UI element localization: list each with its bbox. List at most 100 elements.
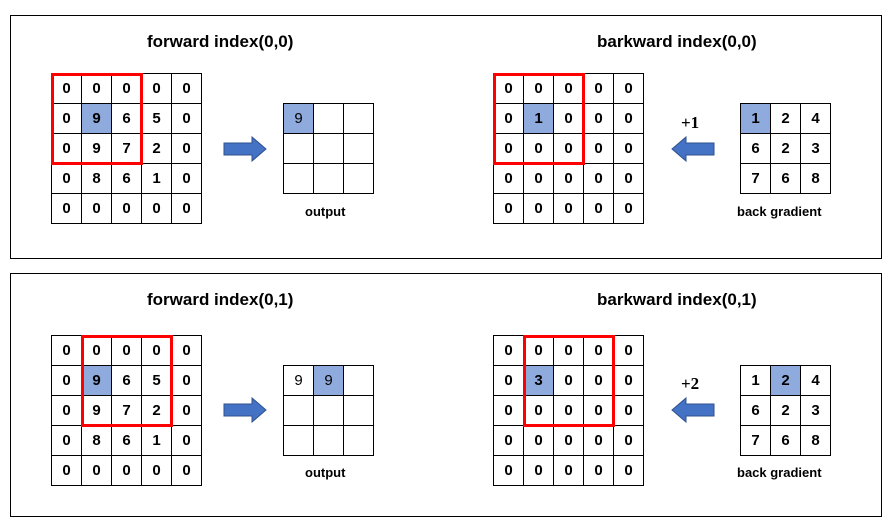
grid-cell: 0 (553, 73, 584, 104)
grid-cell: 0 (613, 455, 644, 486)
grid-cell: 0 (493, 425, 524, 456)
grid-cell: 2 (770, 133, 801, 164)
grid-cell: 0 (493, 395, 524, 426)
grid-cell: 9 (81, 133, 112, 164)
grid-cell: 9 (81, 395, 112, 426)
grid-cell: 3 (523, 365, 554, 396)
grid-cell: 1 (523, 103, 554, 134)
grid-cell: 0 (553, 395, 584, 426)
grid-cell: 0 (583, 163, 614, 194)
grid-cell: 2 (141, 395, 172, 426)
grid-cell (283, 425, 314, 456)
grid-cell: 0 (523, 395, 554, 426)
grid-cell: 0 (111, 455, 142, 486)
grid-cell: 9 (313, 365, 344, 396)
grid-cell: 0 (51, 455, 82, 486)
grid-cell: 0 (493, 455, 524, 486)
grid-cell: 0 (523, 455, 554, 486)
grid-cell: 3 (800, 395, 831, 426)
grid-cell: 0 (51, 395, 82, 426)
grid-cell: 0 (583, 103, 614, 134)
grid-cell: 0 (583, 73, 614, 104)
grid-cell: 0 (141, 335, 172, 366)
grid-row (283, 163, 374, 194)
panel-index-0-0: forward index(0,0) barkward index(0,0) 0… (10, 15, 882, 259)
grid-cell: 5 (141, 365, 172, 396)
output-caption: output (305, 204, 346, 219)
gradient-caption: back gradient (737, 204, 822, 219)
grid-cell: 1 (141, 425, 172, 456)
grid-cell (283, 395, 314, 426)
grid-cell: 2 (770, 365, 801, 396)
grid-cell (343, 425, 374, 456)
grid-cell: 0 (553, 455, 584, 486)
grid-cell: 0 (553, 335, 584, 366)
grid-cell (313, 163, 344, 194)
output-caption: output (305, 465, 346, 480)
grid-cell: 8 (81, 163, 112, 194)
grid-cell (283, 133, 314, 164)
grid-cell: 0 (493, 163, 524, 194)
grid-cell: 0 (111, 193, 142, 224)
grid-row (283, 395, 374, 426)
grid-cell: 0 (51, 365, 82, 396)
grid-cell: 0 (583, 395, 614, 426)
grid-cell: 0 (171, 365, 202, 396)
grid-cell: 8 (800, 163, 831, 194)
grid-cell: 6 (740, 133, 771, 164)
grid-cell: 6 (770, 163, 801, 194)
grid-cell: 0 (493, 103, 524, 134)
grid-cell: 0 (111, 335, 142, 366)
backward-title: barkward index(0,1) (597, 290, 757, 309)
grid-cell: 0 (171, 103, 202, 134)
increment-label: +1 (681, 113, 700, 132)
grid-cell: 9 (283, 103, 314, 134)
grid-cell: 0 (141, 73, 172, 104)
grid-cell: 9 (283, 365, 314, 396)
grid-cell: 0 (523, 163, 554, 194)
grid-cell: 0 (583, 193, 614, 224)
grid-cell: 0 (51, 193, 82, 224)
grid-cell: 0 (81, 455, 112, 486)
grid-cell: 7 (740, 425, 771, 456)
grid-cell: 0 (51, 163, 82, 194)
grid-cell: 0 (613, 335, 644, 366)
grid-cell: 0 (613, 425, 644, 456)
grid-cell: 5 (141, 103, 172, 134)
left-arrow-icon (671, 136, 715, 162)
grid-cell (313, 395, 344, 426)
grid-cell: 0 (171, 73, 202, 104)
grid-cell: 0 (553, 103, 584, 134)
grid-cell: 0 (51, 73, 82, 104)
grid-cell: 0 (613, 103, 644, 134)
grid-cell (313, 425, 344, 456)
grid-cell: 1 (141, 163, 172, 194)
grid-cell: 0 (171, 193, 202, 224)
grid-cell: 0 (51, 425, 82, 456)
grid-cell: 0 (81, 335, 112, 366)
grid-cell: 0 (171, 335, 202, 366)
grid-cell: 0 (583, 335, 614, 366)
grid-cell: 0 (583, 133, 614, 164)
grid-cell (283, 163, 314, 194)
grid-cell: 0 (51, 133, 82, 164)
backward-title: barkward index(0,0) (597, 32, 757, 51)
